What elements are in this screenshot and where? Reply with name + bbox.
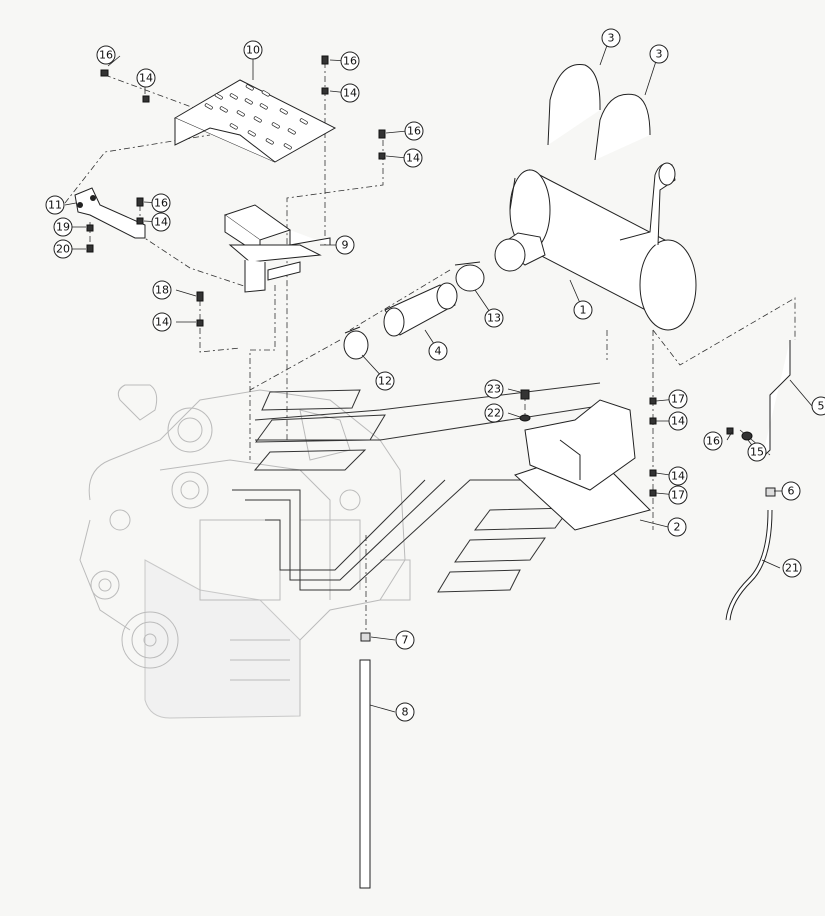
callout-17: 17 [668,485,688,505]
svg-text:13: 13 [487,312,501,325]
callout-1: 1 [573,300,593,320]
watermark-logo [232,382,606,593]
svg-text:22: 22 [487,407,501,420]
part-handle [761,340,791,459]
svg-text:14: 14 [155,316,169,329]
svg-text:12: 12 [378,375,392,388]
callout-17: 17 [668,389,688,409]
svg-text:21: 21 [785,562,799,575]
callout-16: 16 [703,431,723,451]
callout-21: 21 [782,558,802,578]
engine-outline [79,384,411,719]
svg-text:2: 2 [674,521,681,534]
part-muffler [494,162,697,331]
callout-2: 2 [667,517,687,537]
callout-16: 16 [96,45,116,65]
callout-22: 22 [484,403,504,423]
callout-14: 14 [340,83,360,103]
svg-text:14: 14 [343,87,357,100]
svg-text:14: 14 [671,470,685,483]
callout-3: 3 [649,44,669,64]
svg-text:1: 1 [580,304,587,317]
part-clamp-13 [454,261,485,292]
callout-14: 14 [668,466,688,486]
svg-text:19: 19 [56,221,70,234]
callout-3: 3 [601,28,621,48]
svg-text:11: 11 [48,199,62,212]
callout-6: 6 [781,481,801,501]
svg-text:14: 14 [154,216,168,229]
callout-8: 8 [395,702,415,722]
callout-10: 10 [243,40,263,60]
svg-text:20: 20 [56,243,70,256]
callout-16: 16 [340,51,360,71]
part-hose [725,487,776,621]
callout-4: 4 [428,341,448,361]
part-strap-bracket [74,187,146,239]
callout-15: 15 [747,442,767,462]
svg-text:8: 8 [402,706,409,719]
svg-text:16: 16 [99,49,113,62]
svg-text:5: 5 [818,400,825,413]
callout-14: 14 [668,411,688,431]
callout-23: 23 [484,379,504,399]
svg-text:4: 4 [435,345,442,358]
callout-12: 12 [375,371,395,391]
callout-7: 7 [395,630,415,650]
svg-text:16: 16 [154,197,168,210]
callout-14: 14 [136,68,156,88]
svg-text:16: 16 [407,125,421,138]
callout-19: 19 [53,217,73,237]
part-flex-tube [383,282,458,337]
svg-text:14: 14 [406,152,420,165]
callout-14: 14 [403,148,423,168]
svg-text:16: 16 [706,435,720,448]
svg-text:18: 18 [155,284,169,297]
svg-text:14: 14 [671,415,685,428]
svg-text:14: 14 [139,72,153,85]
callout-5: 5 [811,396,825,416]
callout-16: 16 [404,121,424,141]
part-pipe [359,632,371,889]
part-perforated-cover [173,79,337,163]
svg-text:17: 17 [671,489,685,502]
svg-text:17: 17 [671,393,685,406]
svg-text:23: 23 [487,383,501,396]
part-bracket-frame [223,204,331,293]
part-mount-bracket [514,399,651,531]
callout-14: 14 [151,212,171,232]
callout-20: 20 [53,239,73,259]
svg-text:3: 3 [608,32,615,45]
svg-text:10: 10 [246,44,260,57]
hardware [86,55,753,497]
callout-13: 13 [484,308,504,328]
callout-11: 11 [45,195,65,215]
svg-text:7: 7 [402,634,409,647]
callout-16: 16 [151,193,171,213]
callout-14: 14 [152,312,172,332]
part-clamp-12 [343,326,369,360]
callout-18: 18 [152,280,172,300]
svg-text:15: 15 [750,446,764,459]
svg-text:6: 6 [788,485,795,498]
part-u-bolts [547,63,651,161]
svg-text:16: 16 [343,55,357,68]
svg-text:9: 9 [342,239,349,252]
svg-text:3: 3 [656,48,663,61]
callout-9: 9 [335,235,355,255]
